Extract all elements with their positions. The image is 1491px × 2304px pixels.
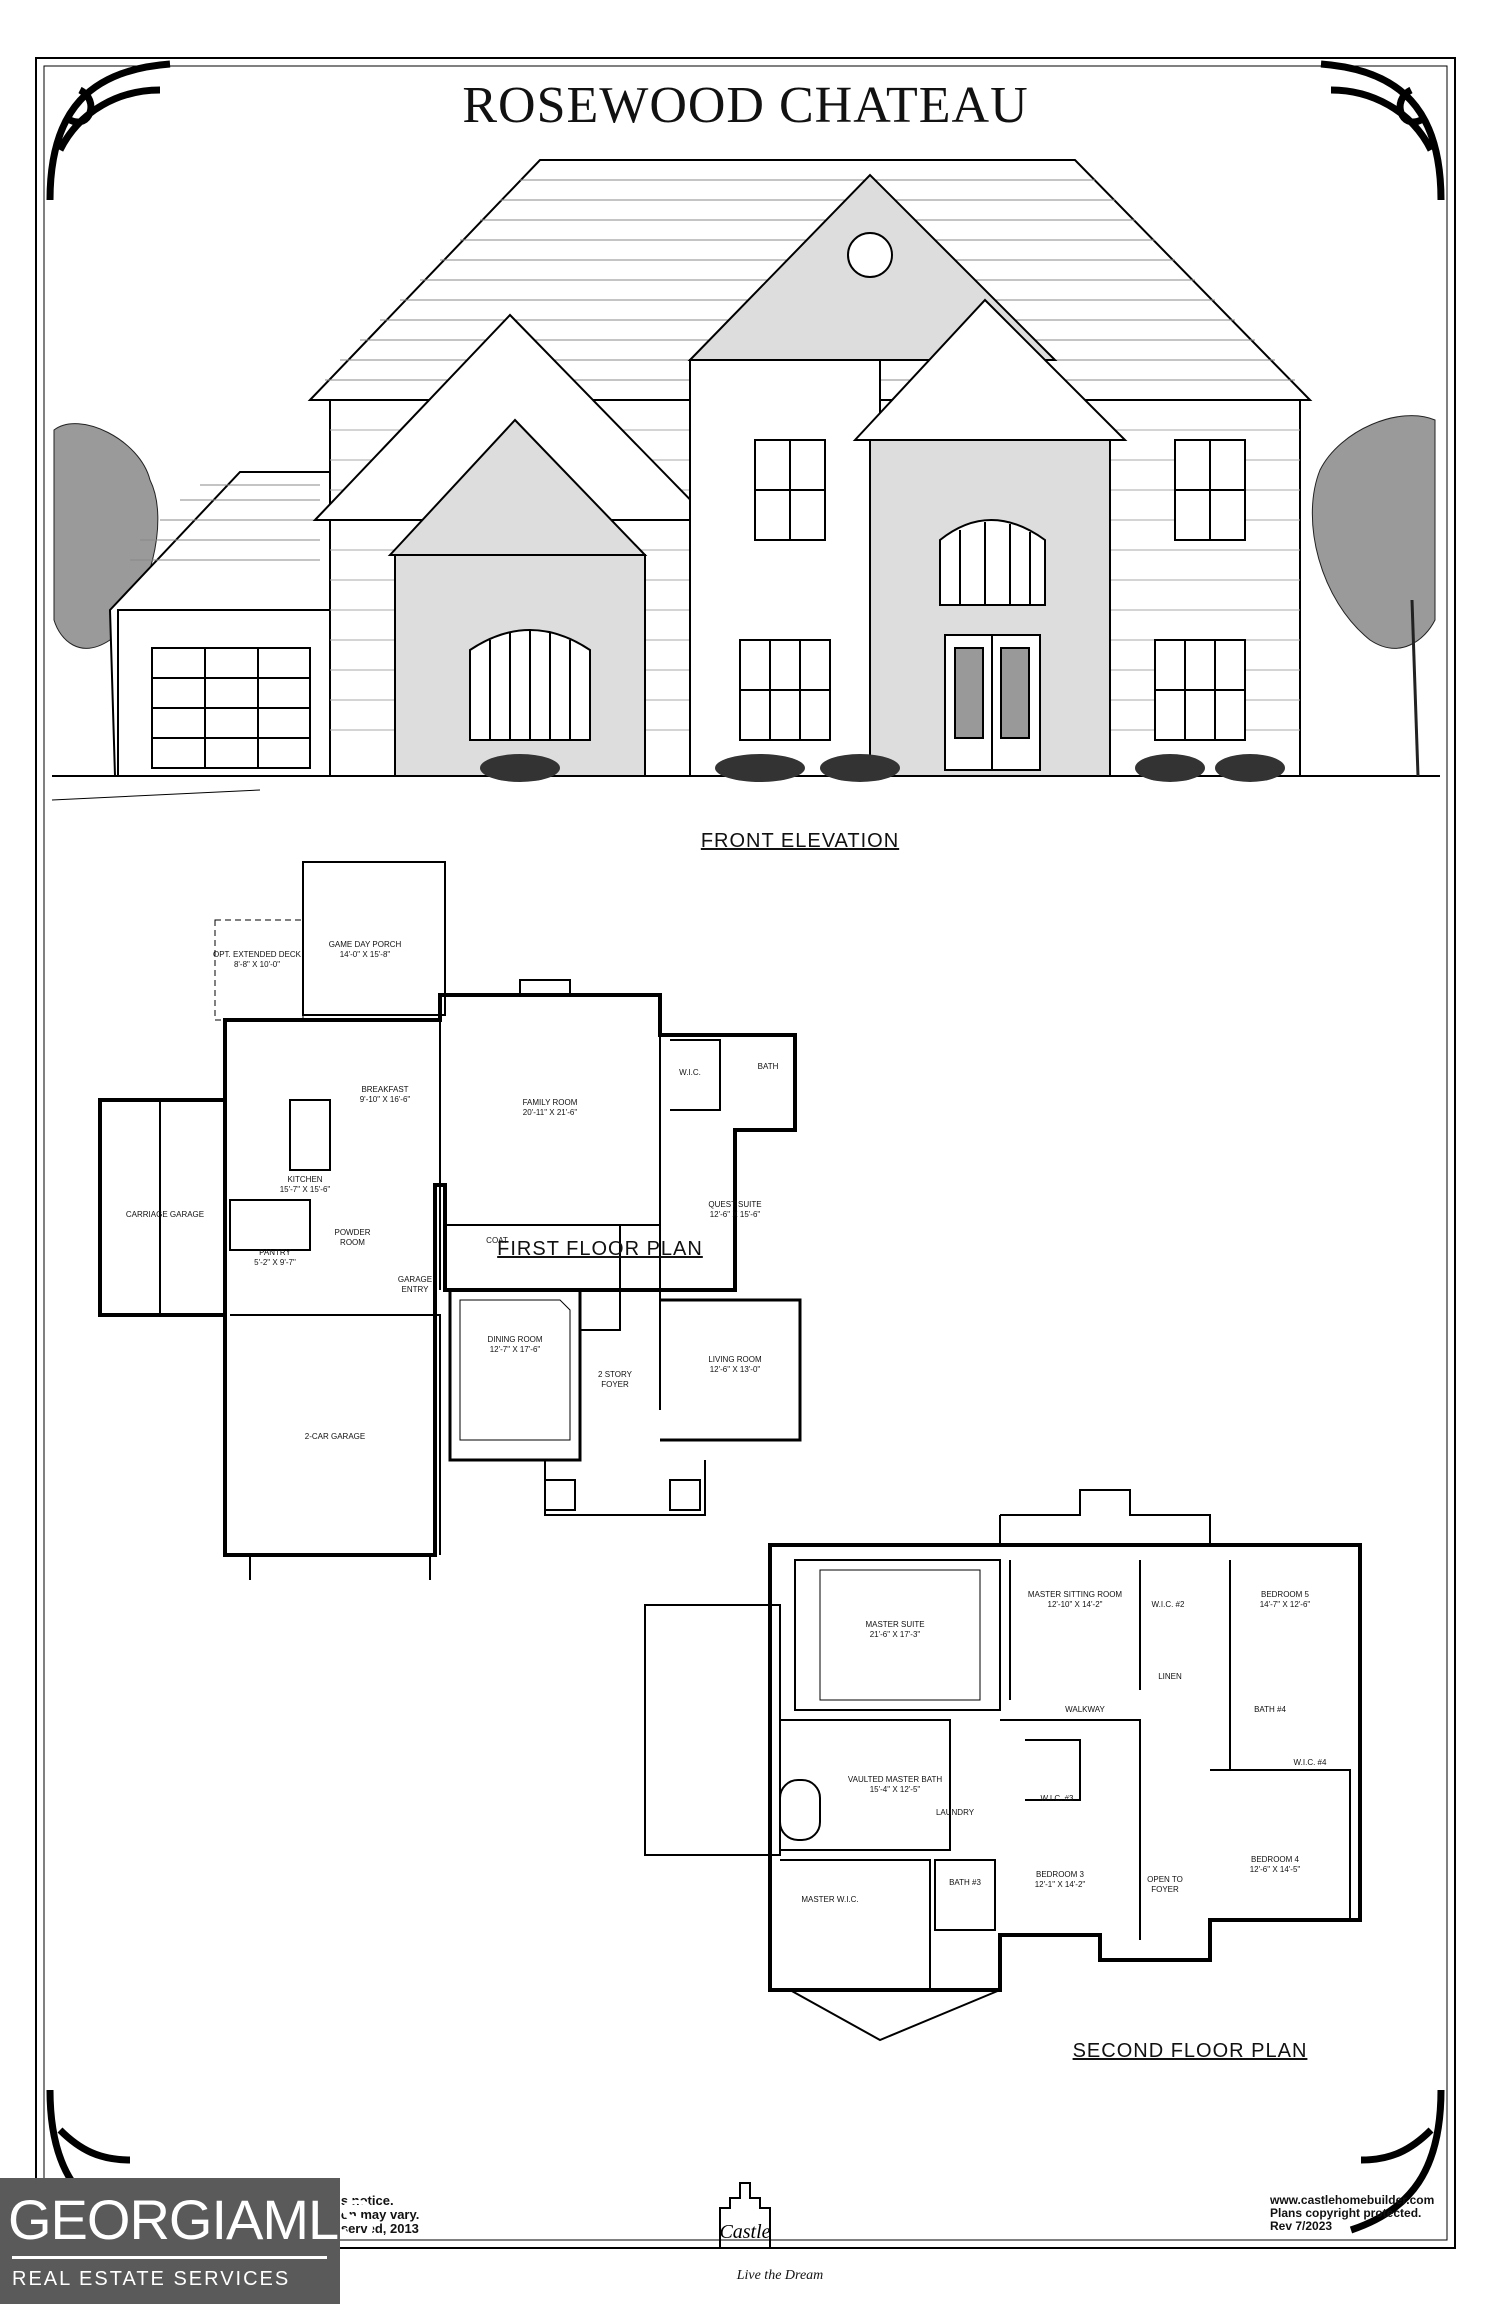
room-label: W.I.C. #4 <box>1293 1758 1327 1767</box>
mls-watermark <box>0 2178 340 2304</box>
room-label: WALKWAY <box>1065 1705 1105 1714</box>
room-label: W.I.C. #2 <box>1151 1600 1185 1609</box>
room-label: BATH #4 <box>1254 1705 1286 1714</box>
mls-logo-subtitle: REAL ESTATE SERVICES <box>12 2268 291 2290</box>
front-elevation-label: FRONT ELEVATION <box>700 830 900 852</box>
room-label: BATH #3 <box>949 1878 981 1887</box>
copyright-notice: ...s notice....on may vary....served, 20… <box>330 2193 420 2236</box>
mls-logo-text: GEORGIAMLS <box>8 2188 376 2251</box>
front-elevation <box>108 159 1313 782</box>
mls-logo-divider <box>12 2256 327 2259</box>
room-label: OPEN TO FOYER <box>1147 1875 1183 1894</box>
room-label: GARAGE ENTRY <box>397 1275 433 1294</box>
room-label: LINEN <box>1158 1672 1182 1681</box>
room-label: W.I.C. <box>679 1068 701 1077</box>
room-label: 2-CAR GARAGE <box>304 1432 366 1441</box>
room-label: LAUNDRY <box>935 1808 975 1817</box>
second-floor-label: SECOND FLOOR PLAN <box>1072 2040 1308 2062</box>
room-label: CARRIAGE GARAGE <box>125 1210 205 1219</box>
transom-window <box>939 519 1046 606</box>
room-label: COAT <box>486 1236 508 1245</box>
tagline: Live the Dream <box>736 2268 824 2283</box>
brand-name: Castle <box>719 2221 770 2243</box>
room-label: BATH <box>757 1062 779 1071</box>
first-floor-plan <box>98 861 802 1580</box>
room-label: MASTER W.I.C. <box>801 1895 859 1904</box>
room-label: W.I.C. #3 <box>1040 1794 1074 1803</box>
first-floor-label: FIRST FLOOR PLAN <box>497 1238 703 1260</box>
page-title: ROSEWOOD CHATEAU <box>462 77 1029 134</box>
ocular-window <box>847 232 893 278</box>
room-label: POWDER ROOM <box>334 1228 371 1247</box>
second-floor-plan <box>644 1489 1362 2042</box>
castle-logo-icon: Castle <box>719 2182 771 2249</box>
tree-right <box>1311 415 1436 777</box>
corner-ornament-icon <box>46 60 1445 2234</box>
room-label: 2 STORY FOYER <box>598 1370 632 1389</box>
